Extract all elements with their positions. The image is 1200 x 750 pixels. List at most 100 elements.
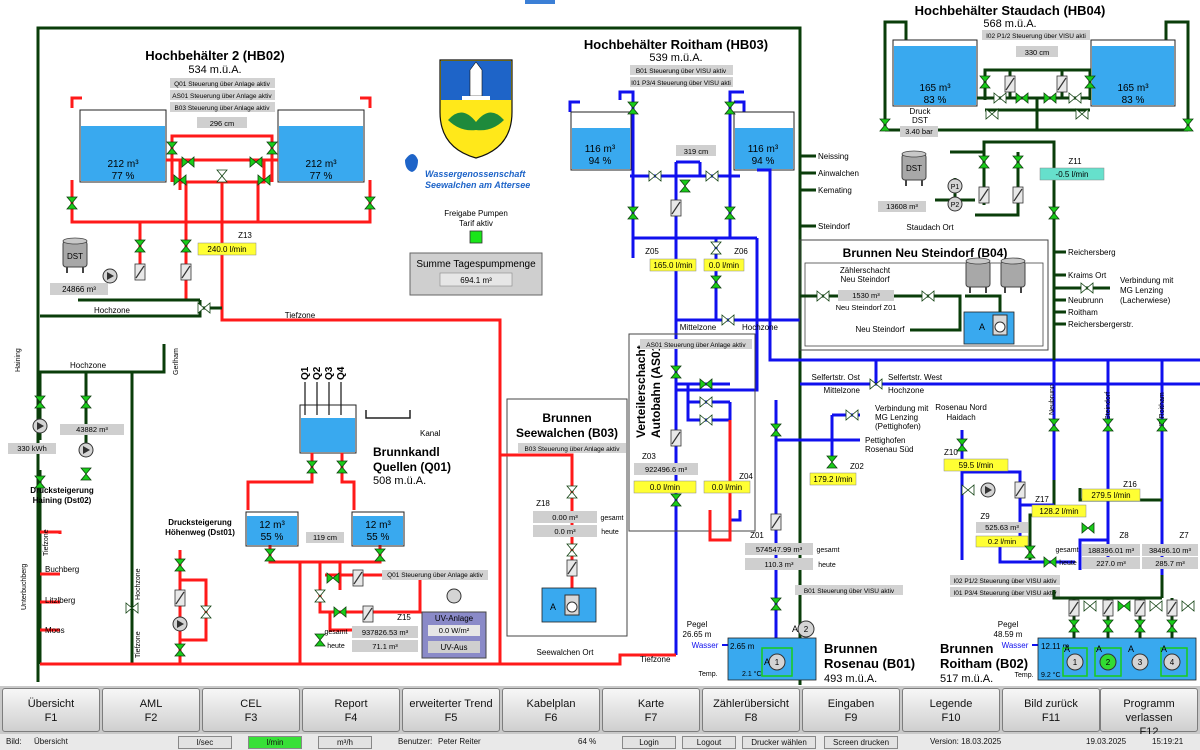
hb03-z06-flow: 0.0 l/min	[709, 261, 739, 270]
b04-zs-2: Neu Steindorf	[841, 275, 891, 284]
logout-button[interactable]: Logout	[682, 736, 736, 749]
label-lenzing2-2: MG Lenzing	[875, 413, 918, 422]
dst02-counter: 43882 m³	[76, 425, 108, 434]
hb04-left-percent: 83 %	[924, 95, 947, 106]
q01-right-percent: 55 %	[367, 532, 390, 543]
hb03-right-percent: 94 %	[752, 156, 775, 167]
b03-a-label: A	[550, 602, 556, 612]
hb02-tank-right	[279, 126, 363, 181]
fkey-label: Karte	[637, 698, 665, 710]
unit-lmin-button[interactable]: l/min	[248, 736, 302, 749]
hb03-z06-label: Z06	[734, 247, 748, 256]
label-hochzone: Hochzone	[888, 386, 925, 395]
as01-area: Verteilerschacht Autobahn (AS01 AS01 Ste…	[628, 333, 756, 542]
hb04-z11-label: Z11	[1068, 157, 1082, 166]
fkey-code: F4	[344, 712, 358, 724]
b02-z16-flow: 279.5 l/min	[1091, 491, 1130, 500]
hb03-area: Hochbehälter Roitham (HB03) 539 m.ü.A. B…	[568, 37, 1200, 655]
hb02-z13-flow: 240.0 l/min	[207, 245, 246, 254]
printer-select-button[interactable]: Drucker wählen	[742, 736, 816, 749]
hb02-counter: 24866 m³	[62, 285, 96, 294]
z02-flow: 179.2 l/min	[813, 475, 852, 484]
unit-m3h-button[interactable]: m³/h	[318, 736, 372, 749]
fkey-code: F3	[244, 712, 258, 724]
q01-heute-label: heute	[327, 643, 345, 650]
b04-z01: Neu Steindorf Z01	[836, 303, 897, 312]
fkey-code: F11	[1041, 712, 1061, 724]
label-litzlberg: Litzlberg	[45, 596, 75, 605]
hb03-hochzone: Hochzone	[742, 323, 779, 332]
fkey-code: F2	[144, 712, 158, 724]
pumps-release-label: Freigabe Pumpen	[444, 209, 508, 218]
screen-print-button[interactable]: Screen drucken	[824, 736, 898, 749]
label-gerlham: Gerlham	[173, 348, 180, 375]
b02-z8-gesamt: 188396.01 m³	[1088, 546, 1135, 555]
b01-heute-label: heute	[818, 562, 836, 569]
b01-wasser: Wasser	[692, 641, 719, 650]
hb03-z05-label: Z05	[645, 247, 659, 256]
fkey-code: F8	[744, 712, 758, 724]
as01-z04-flow: 0.0 l/min	[712, 483, 742, 492]
hb03-left-percent: 94 %	[589, 156, 612, 167]
label-v-steindorf: Steindorf	[1105, 392, 1112, 420]
q01-source-tank	[301, 418, 355, 452]
label-ainwalchen: Ainwalchen	[818, 169, 859, 178]
hb03-z05-flow: 165.0 l/min	[653, 261, 692, 270]
dst01-title-1: Drucksteigerung	[168, 518, 232, 527]
label-lenzing-3: (Lacherwiese)	[1120, 296, 1171, 305]
uv-status: UV-Aus	[440, 643, 467, 652]
b02-z17: Z17	[1035, 495, 1049, 504]
pumps-tarif-label: Tarif aktiv	[459, 219, 493, 228]
hb04-tank-left	[894, 46, 976, 105]
q01-title-2: Quellen (Q01)	[373, 460, 451, 474]
label-v-roitham: HB Roitham	[1159, 392, 1166, 430]
label-roitham: Roitham	[1068, 308, 1098, 317]
b01-gesamt: 574547.99 m³	[756, 545, 803, 554]
q01-left-percent: 55 %	[261, 532, 284, 543]
hb03-ctrl-i01: I01 P3/4 Steuerung über VISU akti	[631, 80, 731, 87]
label-selfertst-west: Selfertstr. West	[888, 373, 943, 382]
b04-title: Brunnen Neu Steindorf (B04)	[843, 246, 1008, 260]
q01-heute: 71.1 m³	[372, 642, 398, 651]
b02-rosenau-1: Rosenau Nord	[935, 403, 987, 412]
b01-a-label-1: A	[764, 657, 770, 667]
b03-area: Brunnen Seewalchen (B03) B03 Steuerung ü…	[500, 398, 628, 637]
b02-wasser: Wasser	[1002, 641, 1029, 650]
pumps-release-indicator[interactable]	[469, 230, 483, 244]
login-button[interactable]: Login	[622, 736, 676, 749]
status-bild-label: Bild:	[6, 737, 22, 746]
b01-gesamt-label: gesamt	[817, 547, 840, 554]
hb02-area: Hochbehälter 2 (HB02) 534 m.ü.A. Q01 Ste…	[40, 48, 502, 350]
fkey-code: F5	[444, 712, 458, 724]
b02-a-label-1: A	[1064, 644, 1070, 654]
b02-a-label-2: A	[1096, 644, 1102, 654]
b01-level: 2.65 m	[730, 642, 755, 651]
hb04-right-percent: 83 %	[1122, 95, 1145, 106]
label-pettighofen-2: Rosenau Süd	[865, 445, 913, 454]
as01-z04: Z04	[739, 472, 753, 481]
label-tiefzone-r: Tiefzone	[640, 655, 671, 664]
fkey-label: Eingaben	[827, 698, 875, 710]
hb02-right-volume: 212 m³	[305, 159, 337, 170]
label-tiefzone-v: Tiefzone	[43, 529, 50, 556]
q01-z15: Z15	[397, 613, 411, 622]
summary-value: 694.1 m³	[460, 276, 492, 285]
unit-lsec-button[interactable]: l/sec	[178, 736, 232, 749]
b02-title-1: Brunnen	[940, 641, 994, 656]
status-user: Peter Reiter	[438, 737, 481, 746]
hb02-elevation: 534 m.ü.A.	[188, 64, 241, 76]
hb02-title: Hochbehälter 2 (HB02)	[145, 48, 284, 63]
